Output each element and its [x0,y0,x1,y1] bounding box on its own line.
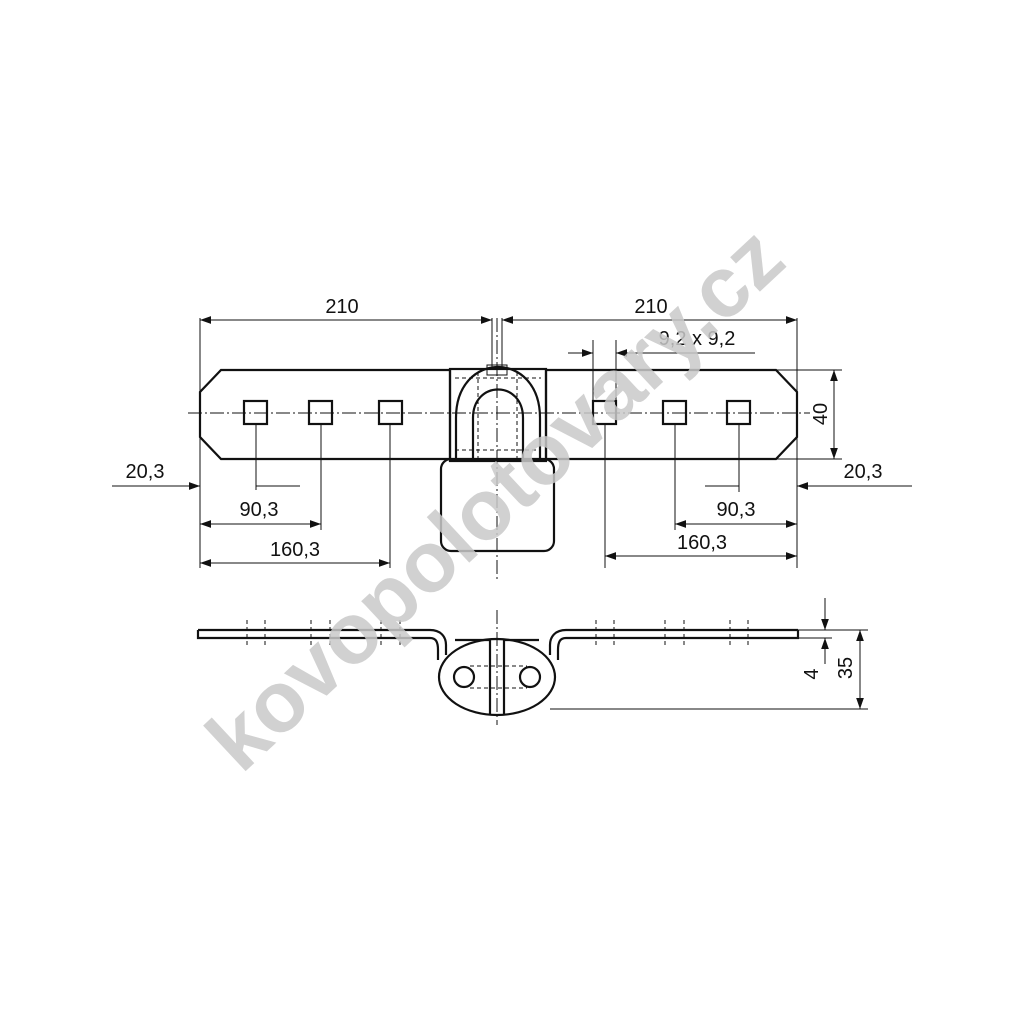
side-plate-left [196,628,448,660]
dim-hole3-right: 160,3 [677,532,727,554]
dim-edge-right: 20,3 [844,461,883,483]
dim-hole2-left: 90,3 [240,499,279,521]
dim-hole2-right: 90,3 [717,499,756,521]
dim-height: 40 [810,403,832,425]
padlock-shackle-inner [471,388,525,462]
dim-hole3-left: 160,3 [270,539,320,561]
dim-width-right: 210 [634,296,667,318]
pin-hole-right [518,665,542,689]
dim-thickness: 4 [801,668,823,679]
pin-hole-left [452,665,476,689]
watermark-text: kovopolotovary.cz [189,208,802,789]
side-plate-right [548,628,800,660]
padlock-body [439,457,556,553]
dim-width-left: 210 [325,296,358,318]
padlock-shackle [454,366,542,462]
dim-hole-size: 9,2 x 9,2 [659,328,736,350]
side-view [196,610,800,725]
left-hasp-plate [198,368,452,461]
top-view-dimensions: 210 210 9,2 x 9,2 40 20,3 90,3 160,3 [112,296,912,568]
dim-edge-left: 20,3 [126,461,165,483]
side-view-dimensions: 4 35 [550,598,868,710]
dim-depth: 35 [835,657,857,679]
staple-housing [448,367,548,463]
